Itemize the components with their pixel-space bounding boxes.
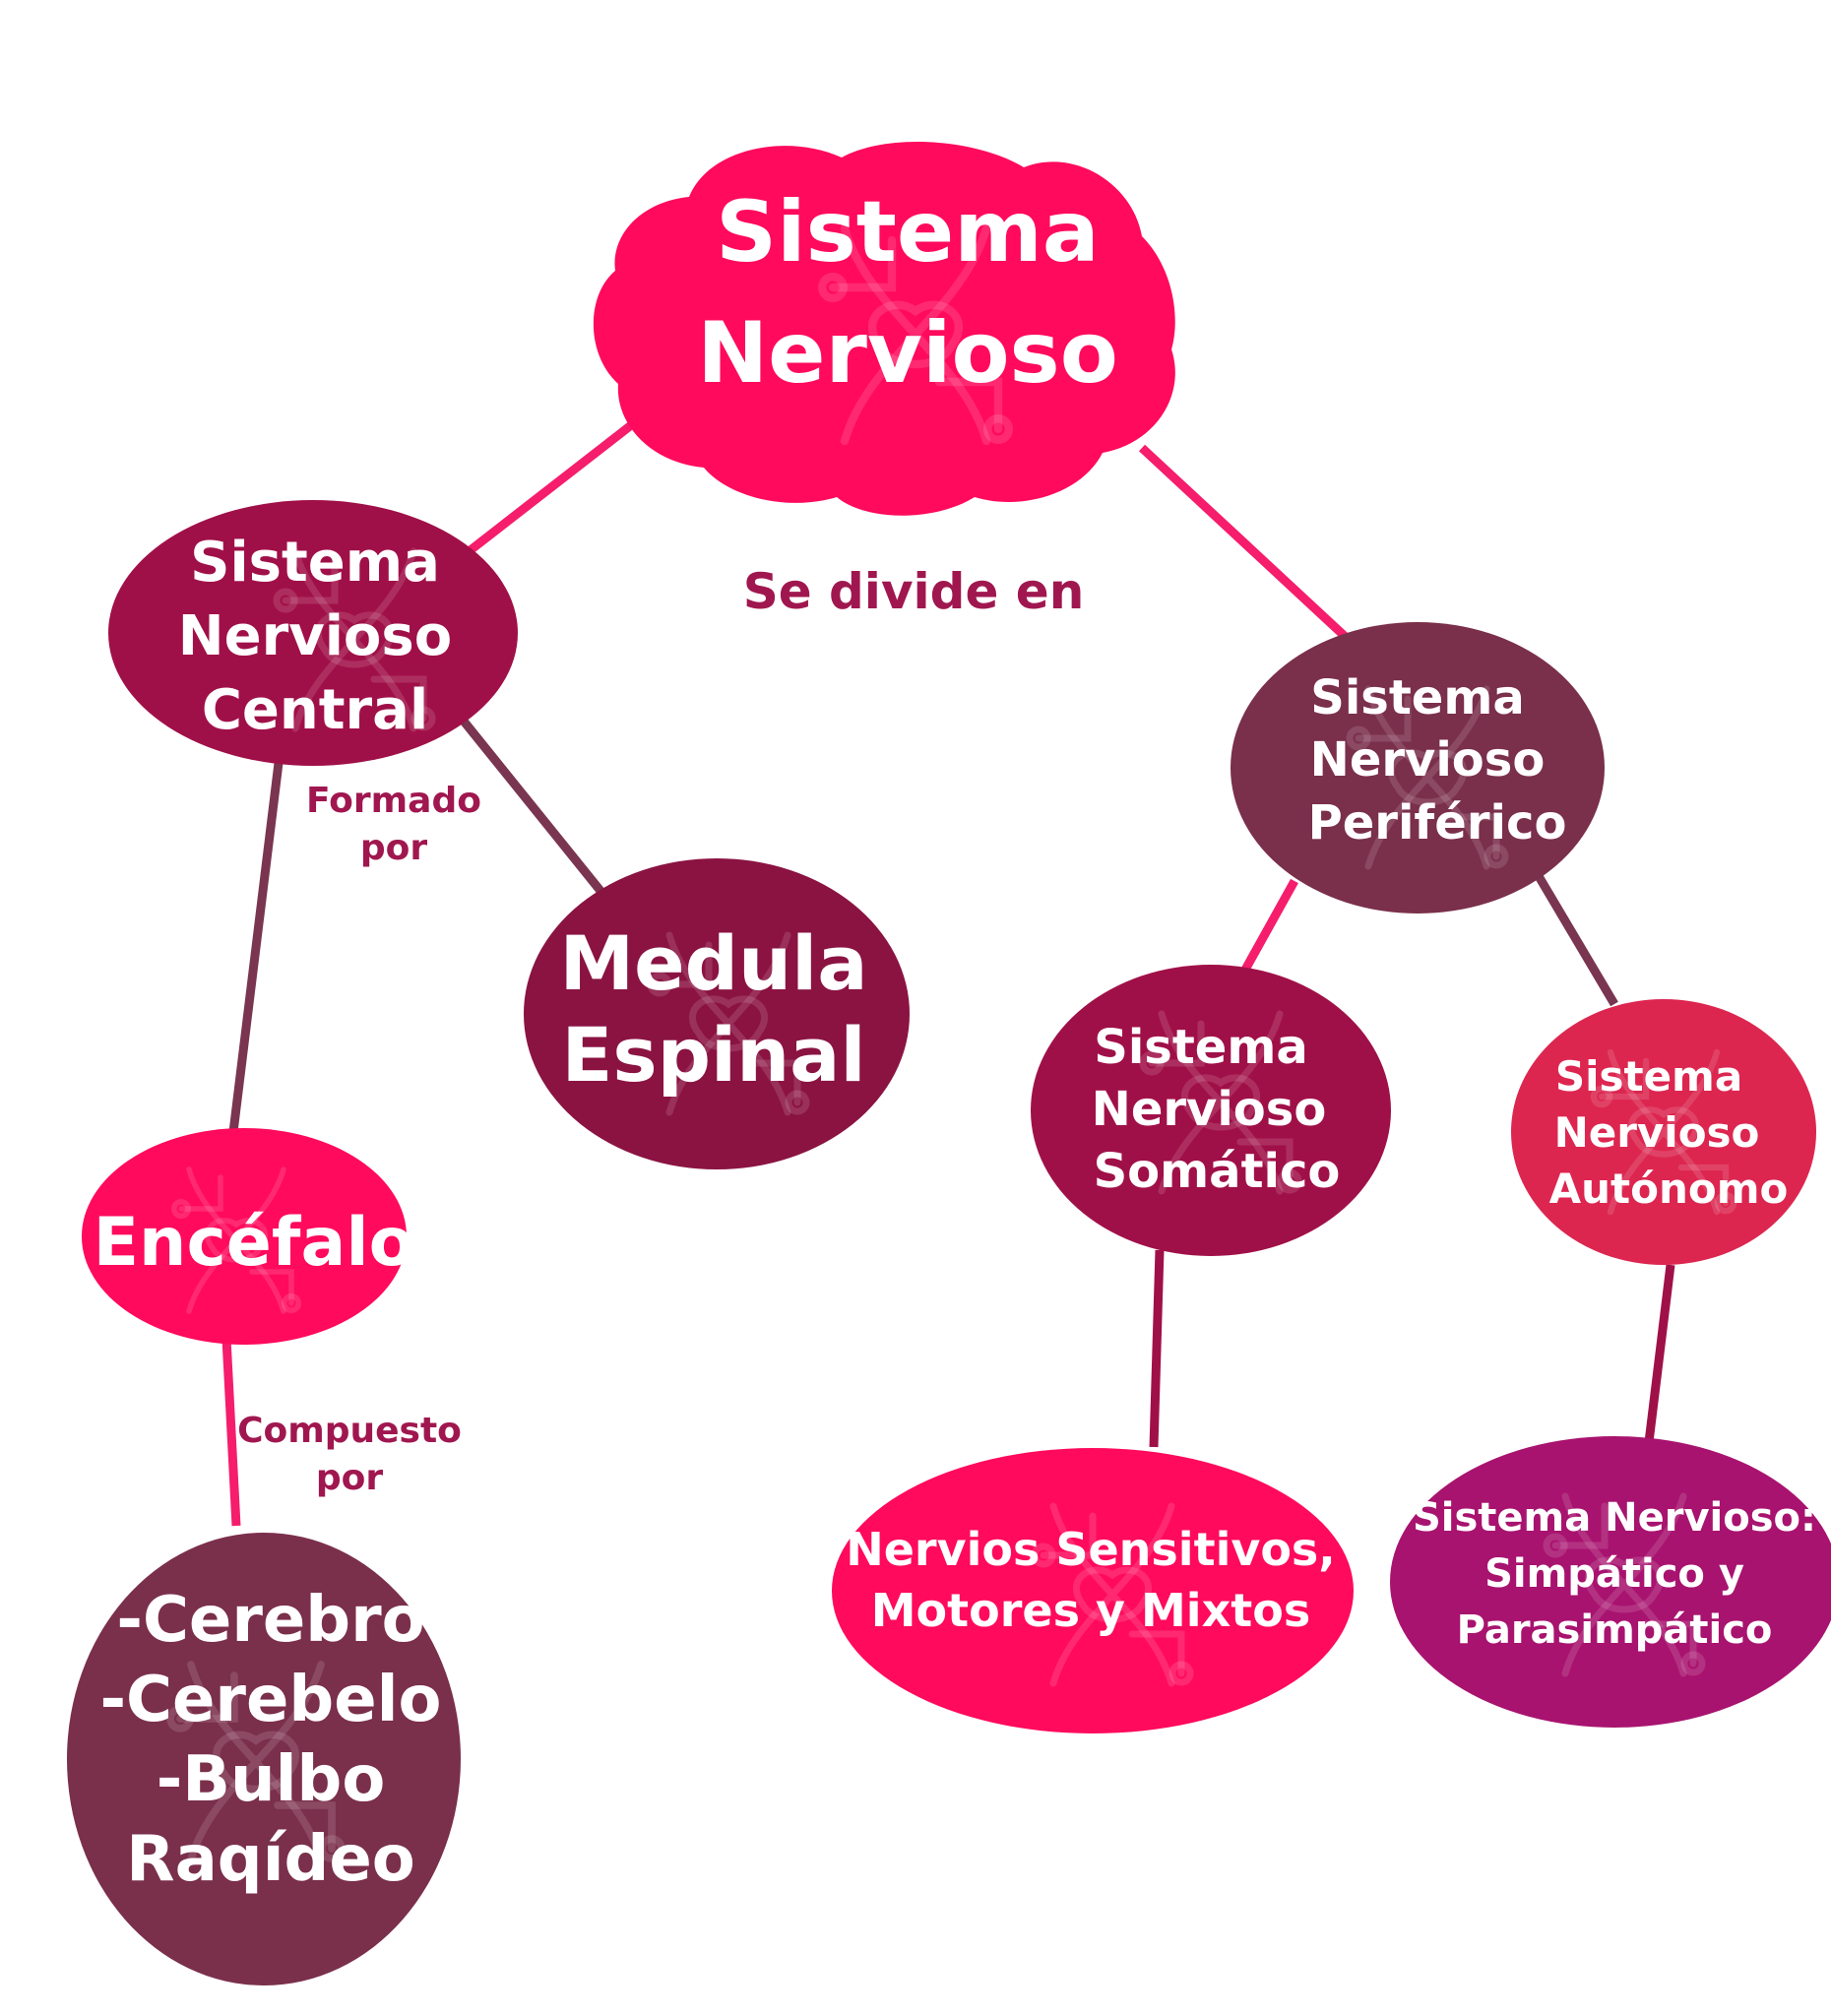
- node-partes-line-2: -Cerebelo: [99, 1664, 441, 1736]
- label-formado-line-2: por: [360, 828, 428, 868]
- node-nervios: Nervios Sensitivos, Motores y Mixtos: [832, 1448, 1354, 1733]
- node-nervios-line-2: Motores y Mixtos: [871, 1584, 1310, 1637]
- node-simpatico-line-3: Parasimpático: [1457, 1607, 1773, 1653]
- node-partes-shape: [67, 1533, 461, 1985]
- label-compuesto-line-2: por: [316, 1458, 384, 1498]
- node-autonomo: Sistema Nervioso Autónomo: [1511, 999, 1816, 1265]
- connector-encefalo-partes: [221, 1338, 241, 1527]
- connector-labels: Se divide en Formado por Compuesto por: [237, 563, 1084, 1498]
- label-formado-line-1: Formado: [306, 781, 481, 821]
- node-snc-shape: [108, 500, 518, 766]
- node-partes-line-4: Raqídeo: [126, 1823, 414, 1896]
- node-snc-line-3: Central: [202, 678, 428, 742]
- node-autonomo-line-2: Nervioso: [1554, 1108, 1760, 1157]
- root-title-line-1: Sistema: [716, 183, 1100, 282]
- node-simpatico-shape: [1390, 1436, 1831, 1728]
- node-somatico-line-1: Sistema: [1094, 1020, 1308, 1075]
- node-snp: Sistema Nervioso Periférico: [1231, 622, 1605, 914]
- node-snp-line-1: Sistema: [1310, 670, 1525, 725]
- root-brain-shape: [593, 141, 1175, 516]
- connector-snc-medula: [454, 711, 604, 894]
- connector-root-snc: [460, 414, 643, 560]
- node-partes: -Cerebro -Cerebelo -Bulbo Raqídeo: [67, 1533, 461, 1985]
- root-node: Sistema Nervioso: [593, 141, 1175, 516]
- node-somatico: Sistema Nervioso Somático: [1031, 965, 1391, 1256]
- connector-snp-somatico: [1241, 878, 1298, 973]
- node-medula: Medula Espinal: [524, 858, 910, 1169]
- node-snp-line-3: Periférico: [1308, 795, 1567, 850]
- connectors: [221, 414, 1675, 1527]
- connector-snp-autonomo: [1532, 868, 1618, 1007]
- node-encefalo-shape: [82, 1128, 407, 1345]
- connector-somatico-nervios: [1149, 1249, 1165, 1448]
- node-autonomo-line-3: Autónomo: [1549, 1165, 1789, 1213]
- label-compuesto-line-1: Compuesto: [237, 1411, 462, 1451]
- connector-root-snp: [1138, 444, 1353, 644]
- node-somatico-line-2: Nervioso: [1092, 1082, 1327, 1137]
- node-somatico-line-3: Somático: [1094, 1144, 1341, 1199]
- node-snc-line-1: Sistema: [190, 531, 440, 595]
- node-medula-line-2: Espinal: [561, 1011, 865, 1099]
- node-snc-line-2: Nervioso: [178, 604, 452, 668]
- label-se-divide-en: Se divide en: [743, 563, 1085, 620]
- node-partes-line-3: -Bulbo: [157, 1743, 386, 1816]
- node-encefalo: Encéfalo: [82, 1128, 414, 1345]
- node-autonomo-line-1: Sistema: [1555, 1052, 1742, 1101]
- node-partes-line-1: -Cerebro: [116, 1584, 424, 1657]
- node-simpatico-line-2: Simpático y: [1484, 1551, 1744, 1597]
- node-snp-line-2: Nervioso: [1310, 732, 1546, 788]
- connector-snc-encefalo: [228, 762, 284, 1133]
- node-simpatico-line-1: Sistema Nervioso:: [1413, 1495, 1816, 1541]
- node-simpatico: Sistema Nervioso: Simpático y Parasimpát…: [1390, 1436, 1831, 1728]
- node-nervios-line-1: Nervios Sensitivos,: [846, 1523, 1336, 1576]
- node-medula-line-1: Medula: [559, 919, 867, 1007]
- node-nervios-shape: [832, 1448, 1354, 1733]
- node-snc: Sistema Nervioso Central: [108, 500, 518, 766]
- root-title-line-2: Nervioso: [697, 304, 1118, 403]
- node-encefalo-line-1: Encéfalo: [94, 1204, 415, 1282]
- connector-autonomo-simpatico: [1644, 1264, 1675, 1443]
